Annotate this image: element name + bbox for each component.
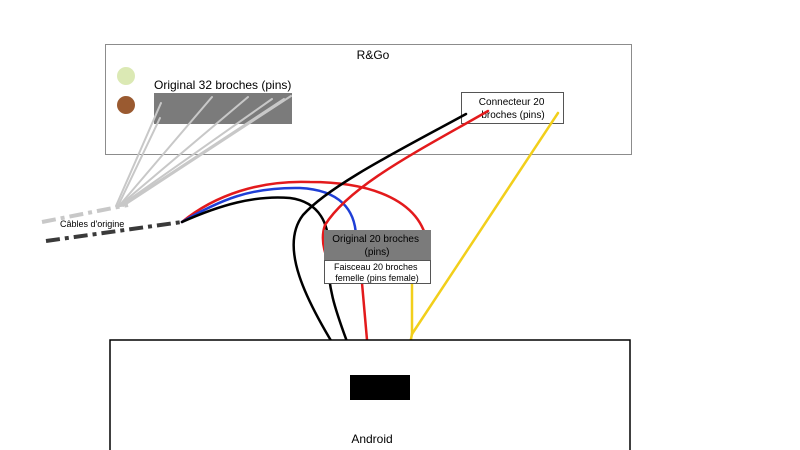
rgo-label: R&Go: [357, 48, 390, 62]
original-20-line-2: (pins): [364, 247, 389, 258]
red-wire-cable-loop: [180, 180, 430, 252]
original-20-connector: [324, 230, 431, 260]
cables-origine-label: Câbles d'origine: [60, 219, 124, 229]
light-green-dot: [117, 67, 135, 85]
connecteur-20-line-2: broches (pins): [481, 110, 544, 121]
original-cable-dark: [45, 220, 183, 243]
original-20-label: Original 20 broches (pins): [332, 234, 422, 258]
brown-dot: [117, 96, 135, 114]
android-label: Android: [351, 432, 392, 446]
blue-wire: [180, 186, 358, 238]
grey-wire-bundle: [115, 95, 292, 207]
connecteur-20-label: Connecteur 20 broches (pins): [479, 97, 547, 121]
black-wire-connector: [292, 112, 468, 376]
black-wire-cable: [180, 196, 360, 376]
connecteur-20-box: [461, 92, 564, 124]
original-32-label: Original 32 broches (pins): [154, 78, 291, 92]
faisceau-20-line-2: femelle (pins female): [335, 273, 419, 283]
connecteur-20-line-1: Connecteur 20: [479, 97, 545, 108]
faisceau-20-label: Faisceau 20 broches femelle (pins female…: [334, 262, 420, 283]
android-connector: [350, 375, 410, 400]
yellow-wire-connector: [410, 111, 560, 336]
faisceau-20-line-1: Faisceau 20 broches: [334, 262, 418, 272]
original-20-line-1: Original 20 broches: [332, 234, 419, 245]
faisceau-20-box: [324, 260, 431, 284]
